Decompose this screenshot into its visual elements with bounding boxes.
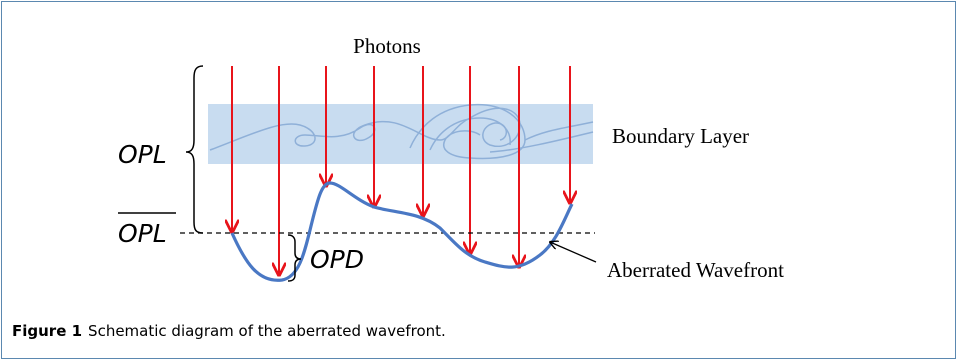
figure-caption: Figure 1 Schematic diagram of the aberrat…: [12, 322, 446, 340]
wavefront-label: Aberrated Wavefront: [607, 258, 784, 282]
boundary-layer-band: [208, 104, 593, 164]
opl-label: OPL: [118, 140, 167, 169]
aberrated-wavefront-curve: [230, 181, 574, 282]
photon-arrows: [232, 66, 570, 275]
photons-label: Photons: [353, 34, 421, 58]
turbulence-lines: [209, 103, 594, 160]
boundary-layer-label: Boundary Layer: [612, 124, 749, 148]
opd-brace-icon: [287, 234, 302, 282]
brace-icon: [185, 65, 204, 234]
caption-number: Figure 1: [12, 322, 83, 340]
pointer-arrow-icon: [550, 242, 597, 263]
opd-label: OPD: [310, 245, 364, 274]
caption-text: Schematic diagram of the aberrated wavef…: [88, 322, 446, 340]
opl-mean-label: OPL: [118, 219, 167, 248]
